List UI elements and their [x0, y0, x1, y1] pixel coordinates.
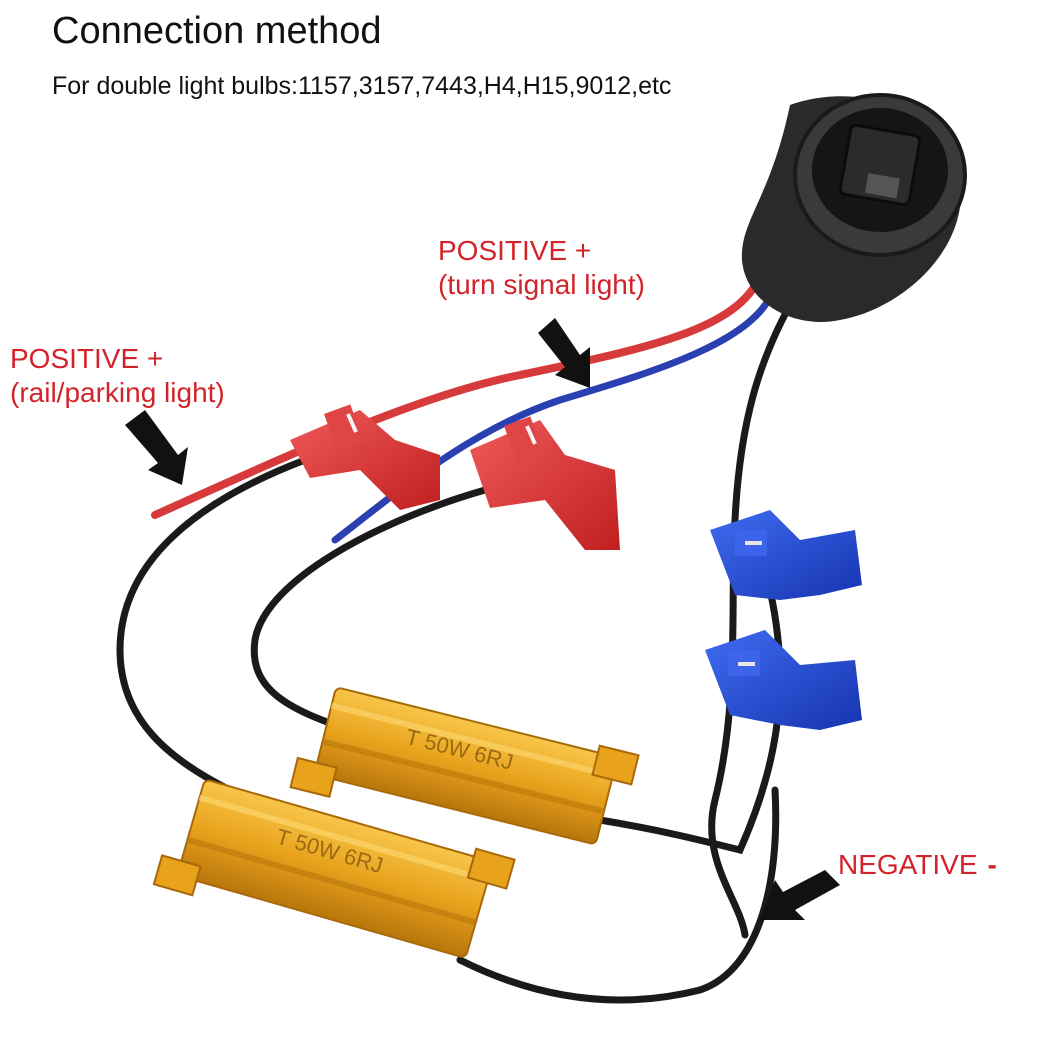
resistor-2: T 50W 6RJ	[152, 779, 516, 958]
black-wire-main	[708, 301, 794, 939]
arrow-rail-icon	[125, 410, 188, 485]
blue-connector-1	[710, 510, 862, 600]
black-wire-resistor1-out	[596, 586, 784, 855]
page-subtitle: For double light bulbs:1157,3157,7443,H4…	[52, 72, 672, 100]
blue-connector-2	[705, 630, 862, 730]
label-turn-signal: POSITIVE + (turn signal light)	[438, 234, 645, 302]
label-negative: NEGATIVE-	[838, 848, 997, 882]
page-title: Connection method	[52, 10, 382, 52]
black-wire-left-loop	[116, 456, 309, 794]
arrow-negative-icon	[760, 870, 840, 920]
red-wire	[151, 271, 764, 519]
label-negative-text: NEGATIVE	[838, 849, 978, 880]
bulb-socket	[741, 93, 967, 322]
label-turn-signal-line1: POSITIVE +	[438, 235, 592, 266]
black-wire-mid-loop	[250, 486, 489, 734]
label-rail-parking: POSITIVE + (rail/parking light)	[10, 342, 225, 410]
label-rail-parking-line1: POSITIVE +	[10, 343, 164, 374]
label-negative-sign: -	[987, 849, 997, 880]
arrow-turn-icon	[538, 318, 590, 388]
red-connector-2	[470, 416, 620, 550]
black-wire-resistor2-out	[456, 786, 780, 1004]
label-turn-signal-line2: (turn signal light)	[438, 269, 645, 300]
resistor-1: T 50W 6RJ	[289, 687, 640, 845]
red-connector-1	[290, 404, 440, 510]
label-rail-parking-line2: (rail/parking light)	[10, 377, 225, 408]
